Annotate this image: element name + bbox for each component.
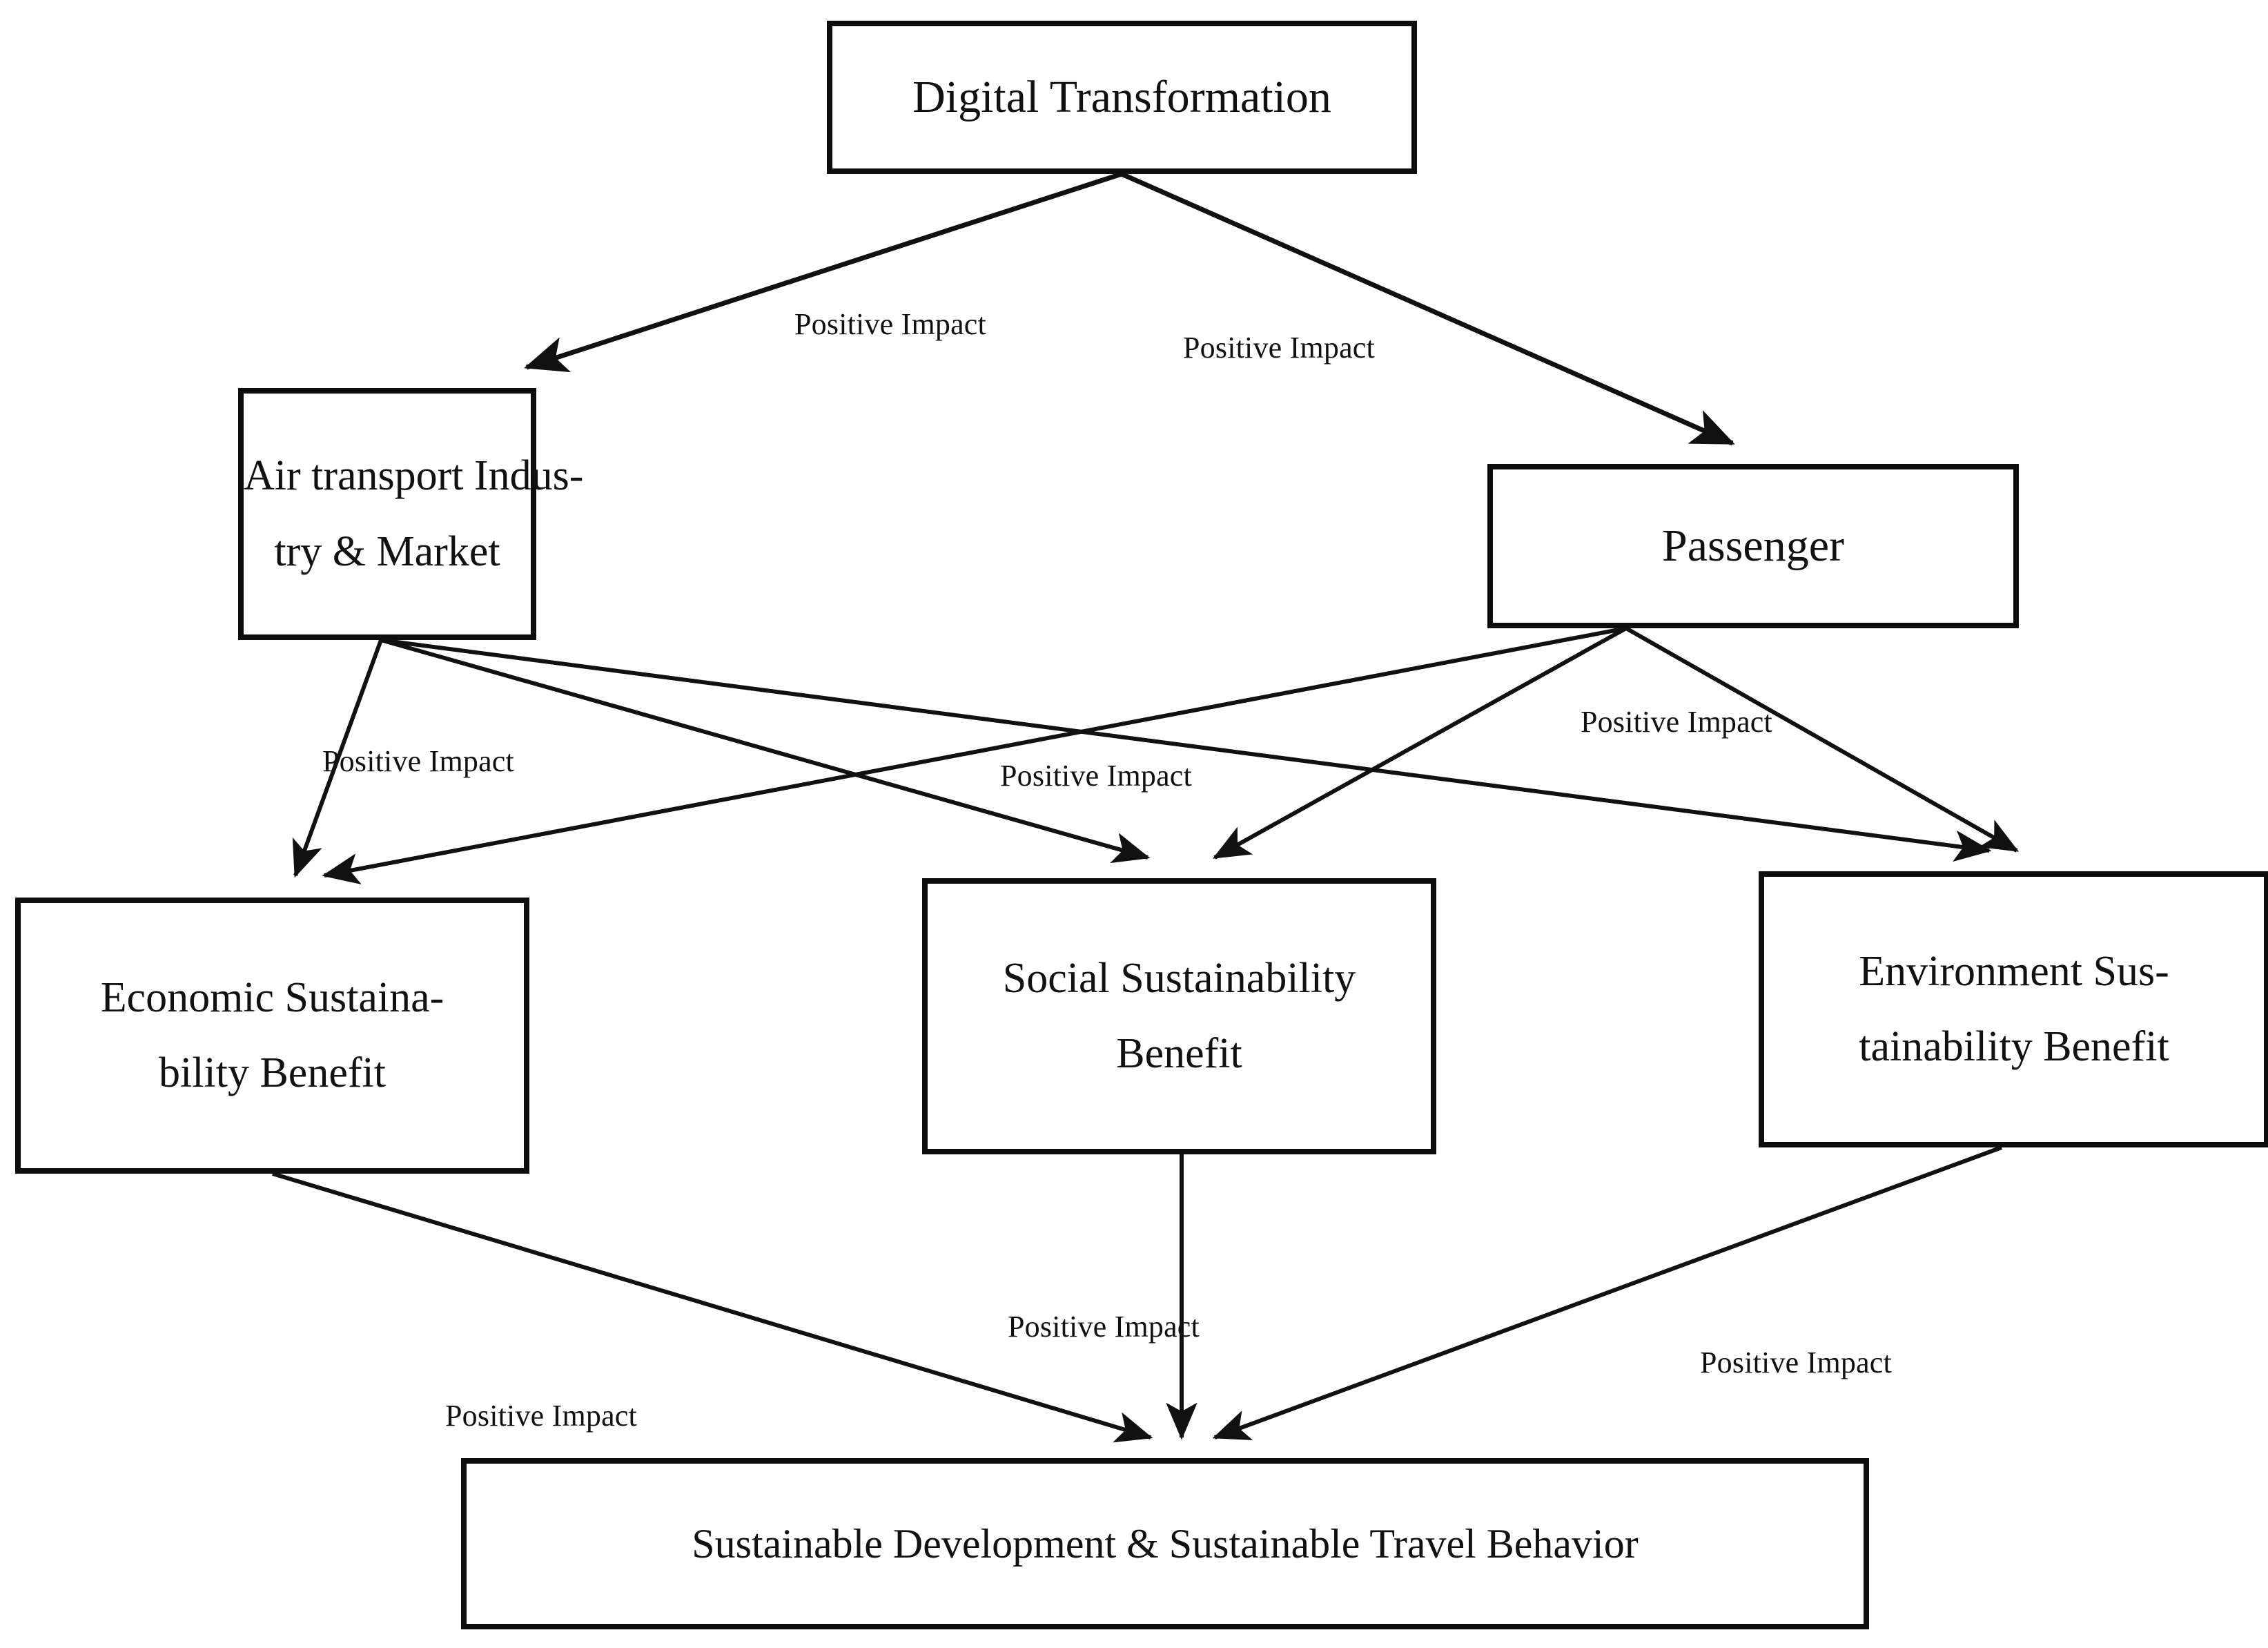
node-economic-sustainability-benefit[interactable]: Economic Sustaina- bility Benefit <box>15 898 529 1174</box>
node-social-line-1: Benefit <box>1116 1030 1242 1077</box>
edge-dt-to-passenger <box>1120 171 1735 446</box>
edge-label-passenger-to-environment: Positive Impact <box>1581 705 1772 739</box>
node-air-transport-line-1: try & Market <box>274 527 500 575</box>
edge-label-dt-to-passenger: Positive Impact <box>1183 331 1375 365</box>
edge-passenger-to-environment <box>1625 626 2020 853</box>
edge-label-economic-to-sustainable-development: Positive Impact <box>445 1399 637 1433</box>
node-economic-line-1: bility Benefit <box>159 1049 386 1096</box>
edge-passenger-to-social <box>1212 626 1627 860</box>
node-air-transport-line-0: Air transport Indus- <box>244 452 584 500</box>
edge-label-air-transport-to-economic: Positive Impact <box>322 744 514 778</box>
node-environment-line-1: tainability Benefit <box>1859 1023 2169 1070</box>
node-environment-sustainability-benefit[interactable]: Environment Sus- tainability Benefit <box>1759 871 2268 1147</box>
edge-label-social-to-sustainable-development: Positive Impact <box>1008 1310 1200 1344</box>
node-environment-line-0: Environment Sus- <box>1859 947 2169 995</box>
edge-air-transport-to-environment <box>380 638 1992 862</box>
node-passenger[interactable]: Passenger <box>1487 464 2019 628</box>
node-social-sustainability-benefit[interactable]: Social Sustainability Benefit <box>922 878 1436 1154</box>
node-digital-transformation[interactable]: Digital Transformation <box>827 21 1417 174</box>
node-digital-transformation-line-0: Digital Transformation <box>912 72 1331 123</box>
node-sustainable-development-line-0: Sustainable Development & Sustainable Tr… <box>692 1520 1639 1567</box>
edge-environment-to-sustainable-development <box>1212 1145 2003 1440</box>
edge-label-environment-to-sustainable-development: Positive Impact <box>1700 1346 1892 1379</box>
edge-economic-to-sustainable-development <box>272 1172 1153 1443</box>
node-economic-line-0: Economic Sustaina- <box>100 973 444 1021</box>
node-air-transport-industry-market[interactable]: Air transport Indus- try & Market <box>238 388 584 640</box>
edge-label-dt-to-air-transport: Positive Impact <box>794 307 986 341</box>
node-sustainable-development-travel-behavior[interactable]: Sustainable Development & Sustainable Tr… <box>461 1458 1869 1629</box>
node-passenger-line-0: Passenger <box>1662 521 1844 572</box>
node-social-line-0: Social Sustainability <box>1002 954 1356 1002</box>
edge-label-to-social: Positive Impact <box>1000 759 1192 793</box>
edge-passenger-to-economic <box>322 626 1627 885</box>
